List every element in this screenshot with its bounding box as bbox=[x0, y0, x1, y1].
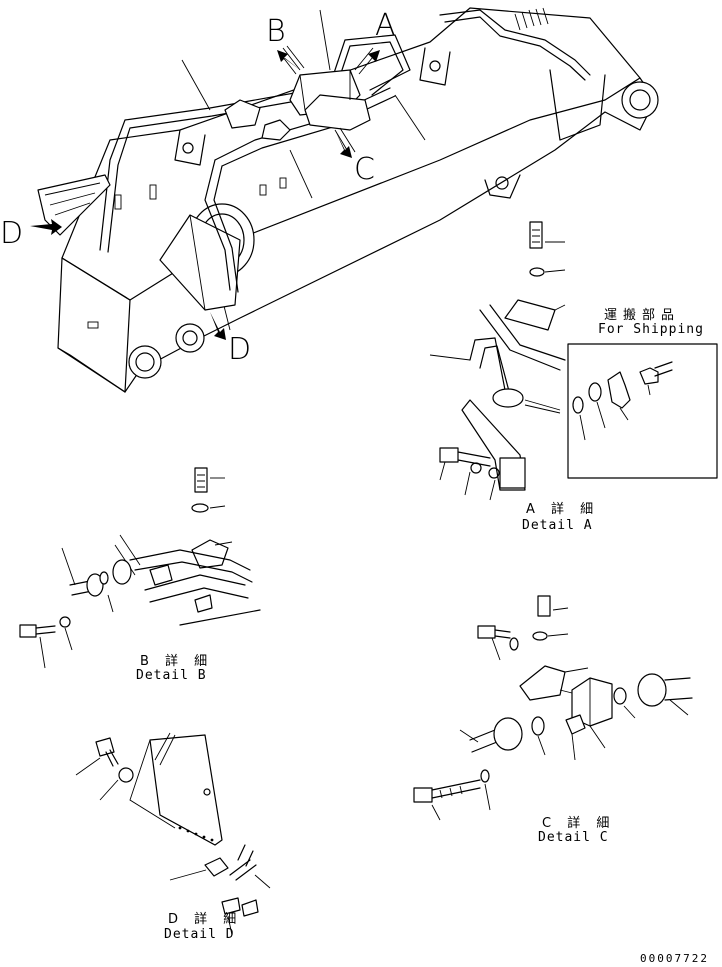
arrow-d-bottom-icon bbox=[210, 312, 226, 340]
left-bracket bbox=[37, 174, 111, 236]
detail-b-title-jp: B 詳 細 bbox=[140, 654, 214, 669]
view-marker-d-left: D bbox=[0, 216, 24, 251]
detail-d-drawing bbox=[75, 732, 271, 936]
detail-a-title-jp: A 詳 細 bbox=[526, 502, 600, 517]
arrow-c-icon bbox=[334, 127, 356, 158]
arrow-a-icon bbox=[354, 47, 380, 75]
arrow-b-icon bbox=[277, 45, 305, 75]
detail-b-drawing bbox=[19, 467, 261, 669]
view-marker-a: A bbox=[375, 8, 396, 43]
view-marker-b: B bbox=[266, 14, 286, 49]
boom-assembly bbox=[57, 7, 659, 393]
detail-c-title-jp: C 詳 細 bbox=[542, 816, 616, 831]
drawing-code: 00007722 bbox=[640, 952, 709, 965]
valves bbox=[224, 69, 371, 141]
detail-c-title-en: Detail C bbox=[538, 830, 609, 845]
view-marker-d-bottom: D bbox=[228, 332, 252, 367]
detail-c-drawing bbox=[413, 595, 693, 821]
detail-a-drawing bbox=[429, 221, 718, 501]
shipping-label-en: For Shipping bbox=[598, 322, 704, 337]
detail-d-title-en: Detail D bbox=[164, 927, 235, 942]
view-marker-c: C bbox=[354, 152, 375, 187]
detail-a-title-en: Detail A bbox=[522, 518, 593, 533]
detail-b-title-en: Detail B bbox=[136, 668, 207, 683]
arrow-d-left-icon bbox=[30, 219, 62, 235]
shipping-label-jp: 運搬部品 bbox=[604, 308, 681, 323]
detail-d-title-jp: D 詳 細 bbox=[168, 912, 243, 927]
